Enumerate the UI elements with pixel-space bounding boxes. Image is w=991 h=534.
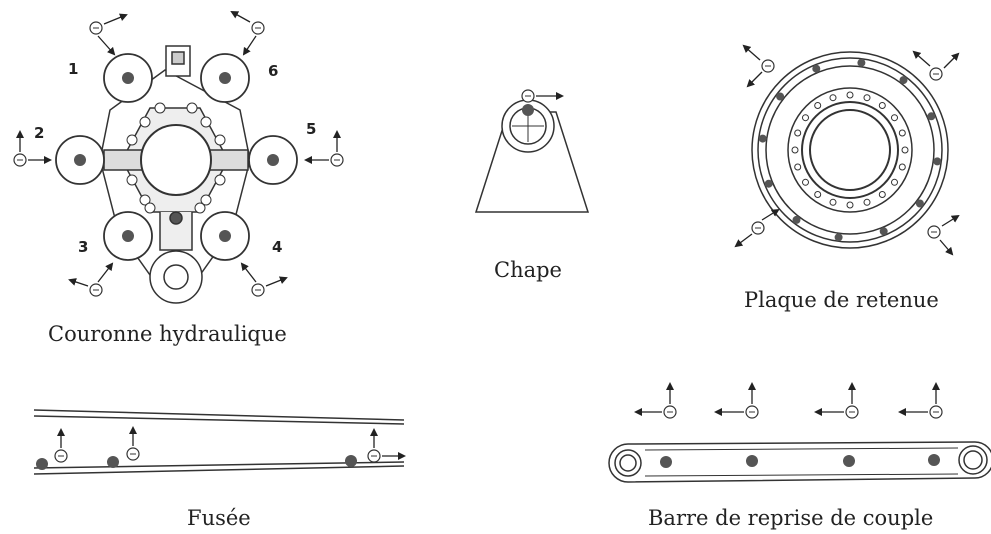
plaque-outer-bolt: [927, 112, 936, 121]
plaque-outer-bolt: [857, 58, 866, 67]
plaque-inner-hole: [891, 178, 898, 186]
barre-direction-markers: [634, 382, 943, 419]
couronne-number-2: 2: [34, 124, 44, 142]
plaque-outer-bolt: [915, 199, 924, 208]
fusee-drawing: [33, 409, 405, 475]
plaque-outer-bolt: [776, 92, 785, 101]
plaque-outer-bolt: [758, 134, 767, 143]
plaque-inner-hole: [878, 191, 886, 198]
plaque-inner-hole: [863, 94, 871, 102]
caption-chape: Chape: [494, 258, 562, 282]
plaque-outer-bolt: [899, 76, 908, 85]
plaque-inner-hole: [814, 191, 822, 198]
plaque-inner-hole: [898, 129, 906, 137]
couronne-hydraulique-drawing: [55, 45, 298, 304]
couronne-number-4: 4: [272, 238, 282, 256]
couronne-number-1: 1: [68, 60, 78, 78]
plaque-inner-hole: [891, 114, 898, 122]
plaque-outer-bolt: [812, 64, 821, 73]
plaque-inner-hole: [898, 163, 906, 171]
caption-couronne-hydraulique: Couronne hydraulique: [48, 322, 287, 346]
plaque-inner-hole: [829, 94, 837, 102]
plaque-direction-markers: [734, 44, 960, 256]
plaque-inner-hole: [863, 198, 871, 206]
plaque-inner-hole: [901, 146, 909, 154]
couronne-number-3: 3: [78, 238, 88, 256]
caption-plaque-de-retenue: Plaque de retenue: [744, 288, 939, 312]
plaque-inner-hole: [846, 91, 854, 99]
plaque-inner-hole: [802, 114, 809, 122]
plaque-de-retenue-drawing: [751, 51, 949, 249]
couronne-number-6: 6: [268, 62, 278, 80]
plaque-inner-hole: [814, 102, 822, 109]
plaque-inner-hole: [802, 178, 809, 186]
plaque-outer-bolt: [933, 157, 942, 166]
fusee-direction-markers: [54, 426, 406, 463]
plaque-inner-hole: [829, 198, 837, 206]
plaque-inner-hole: [878, 102, 886, 109]
couronne-direction-markers: [13, 11, 344, 297]
plaque-outer-bolt: [764, 179, 773, 188]
barre-de-reprise-drawing: [608, 441, 991, 483]
plaque-inner-hole: [794, 163, 802, 171]
plaque-inner-hole: [791, 146, 799, 154]
plaque-outer-bolt: [879, 227, 888, 236]
caption-barre-de-reprise-de-couple: Barre de reprise de couple: [648, 506, 934, 530]
caption-fusee: Fusée: [187, 506, 251, 530]
plaque-inner-hole: [794, 129, 802, 137]
couronne-number-5: 5: [306, 120, 316, 138]
chape-drawing: [474, 99, 590, 213]
chape-direction-marker: [521, 89, 564, 103]
plaque-inner-hole: [846, 201, 854, 209]
plaque-outer-bolt: [792, 215, 801, 224]
plaque-outer-bolt: [834, 233, 843, 242]
